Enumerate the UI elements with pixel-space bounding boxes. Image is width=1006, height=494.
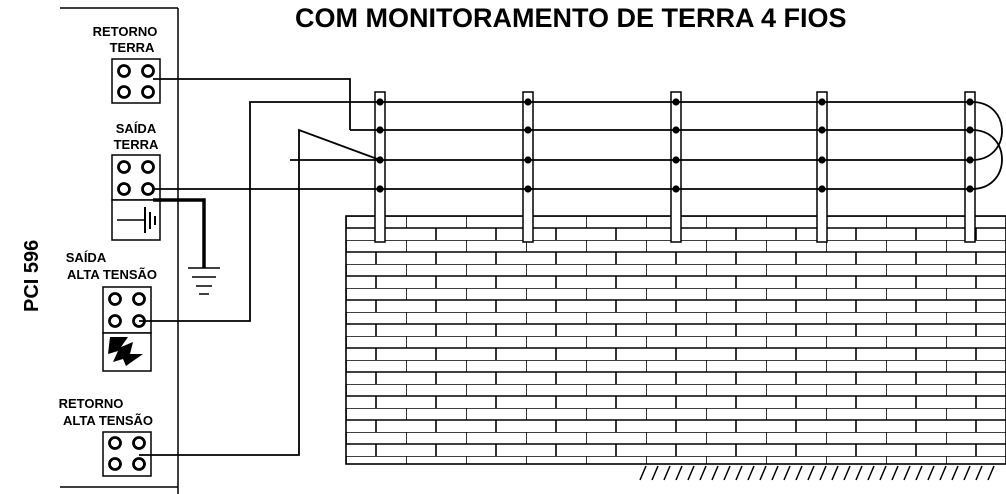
ground-hatch-mark [975,465,983,481]
terminal-block-retorno-alta-tensao [102,431,152,477]
fence-posts [374,91,976,243]
fence-post [964,91,976,243]
ground-hatch-mark [831,465,839,481]
board-panel [60,7,179,494]
ground-hatch-mark [867,465,875,481]
terminal-label-retorno-at-1: RETORNO [59,396,124,411]
high-voltage-lightning-icon [108,337,143,366]
terminal-label-saida-terra-2: TERRA [114,137,159,152]
connection-wires [139,78,381,456]
ground-hatch-mark [639,465,647,481]
fence-post [670,91,682,243]
ground-hatch-mark [771,465,779,481]
fence-post [522,91,534,243]
ground-hatch-mark [783,465,791,481]
ground-hatch-mark [651,465,659,481]
fence-post [374,91,386,243]
ground-hatch-mark [675,465,683,481]
ground-hatch-mark [807,465,815,481]
ground-hatch-mark [699,465,707,481]
earth-ground-icon [153,198,220,295]
ground-hatch-mark [711,465,719,481]
diagram-title: COM MONITORAMENTO DE TERRA 4 FIOS [295,3,847,33]
terminal-label-saida-at-1: SAÍDA [66,250,107,265]
terminal-label-saida-terra-1: SAÍDA [116,121,157,136]
ground-hatch-mark [735,465,743,481]
ground-hatch-mark [951,465,959,481]
ground-hatch-mark [759,465,767,481]
ground-hatch-mark [747,465,755,481]
ground-hatch-mark [987,465,995,481]
terminal-label-retorno-terra-2: TERRA [110,40,155,55]
terminal-block-retorno-terra [111,58,161,104]
terminal-label-retorno-at-2: ALTA TENSÃO [63,413,153,428]
ground-hatch-mark [663,465,671,481]
fence-wires [153,101,1003,190]
ground-hatch-mark [915,465,923,481]
ground-hatch-mark [687,465,695,481]
fence-post [816,91,828,243]
terminal-label-saida-at-2: ALTA TENSÃO [67,267,157,282]
brick-wall [345,215,1006,465]
ground-hatch-mark [903,465,911,481]
ground-hatch-mark [723,465,731,481]
ground-hatch-mark [891,465,899,481]
ground-hatch-mark [819,465,827,481]
ground-hatch-mark [927,465,935,481]
terminal-label-retorno-terra-1: RETORNO [93,24,158,39]
ground-hatch [639,465,995,481]
ground-hatch-mark [939,465,947,481]
ground-hatch-mark [963,465,971,481]
ground-symbol-icon [117,207,156,233]
board-label: PCI 596 [21,240,43,312]
ground-hatch-mark [855,465,863,481]
ground-hatch-mark [843,465,851,481]
ground-hatch-mark [879,465,887,481]
terminal-block-saida-terra [111,154,161,241]
ground-hatch-mark [795,465,803,481]
